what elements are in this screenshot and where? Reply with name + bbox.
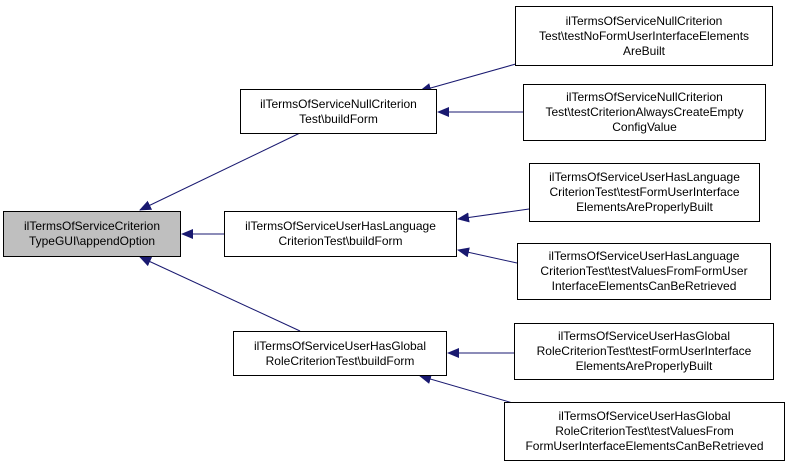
node-root-append-option: ilTermsOfServiceCriterion TypeGUI\append…	[3, 211, 181, 257]
node-language-criterion-build-form[interactable]: ilTermsOfServiceUserHasLanguage Criterio…	[224, 211, 457, 257]
node-line: CriterionTest\testValuesFromFormUser	[540, 264, 748, 278]
node-null-criterion-test-no-form-elements[interactable]: ilTermsOfServiceNullCriterion Test\testN…	[515, 6, 773, 66]
node-global-role-criterion-test-values-retrieved[interactable]: ilTermsOfServiceUserHasGlobal RoleCriter…	[504, 402, 785, 461]
node-line: CriterionTest\buildForm	[278, 234, 403, 248]
node-null-criterion-test-empty-config[interactable]: ilTermsOfServiceNullCriterion Test\testC…	[523, 84, 766, 141]
edge-global_build-to-root	[139, 256, 301, 332]
node-line: FormUserInterfaceElementsCanBeRetrieved	[525, 439, 764, 453]
node-language-criterion-test-values-retrieved[interactable]: ilTermsOfServiceUserHasLanguage Criterio…	[517, 243, 771, 300]
node-line: ilTermsOfServiceNullCriterion	[566, 90, 723, 104]
node-line: InterfaceElementsCanBeRetrieved	[551, 279, 737, 293]
node-line: AreBuilt	[622, 43, 666, 58]
node-line: ElementsAreProperlyBuilt	[575, 359, 713, 373]
node-line: TypeGUI\appendOption	[28, 234, 156, 248]
node-line: RoleCriterionTest\testFormUserInterface	[536, 344, 752, 358]
node-line: ilTermsOfServiceNullCriterion	[260, 96, 417, 111]
node-line: ilTermsOfServiceNullCriterion	[565, 13, 723, 28]
edge-lang_test2-to-lang_build	[457, 247, 518, 264]
node-global-role-criterion-test-form-elements[interactable]: ilTermsOfServiceUserHasGlobal RoleCriter…	[514, 323, 774, 380]
node-null-criterion-build-form[interactable]: ilTermsOfServiceNullCriterion Test\build…	[240, 89, 437, 134]
edge-lang_test1-to-lang_build	[457, 208, 530, 223]
node-line: RoleCriterionTest\buildForm	[265, 353, 415, 368]
node-line: ConfigValue	[612, 120, 677, 134]
edge-null_test1-to-null_build	[419, 59, 531, 93]
node-line: RoleCriterionTest\testValuesFrom	[555, 424, 734, 438]
node-line: ilTermsOfServiceUserHasGlobal	[558, 409, 731, 423]
node-language-criterion-test-form-elements[interactable]: ilTermsOfServiceUserHasLanguage Criterio…	[529, 163, 760, 222]
node-line: CriterionTest\testFormUserInterface	[549, 185, 740, 199]
node-line: ilTermsOfServiceUserHasLanguage	[548, 249, 740, 263]
node-global-role-criterion-build-form[interactable]: ilTermsOfServiceUserHasGlobal RoleCriter…	[233, 331, 447, 376]
node-line: ilTermsOfServiceUserHasGlobal	[557, 329, 731, 343]
node-line: ilTermsOfServiceCriterion	[23, 219, 161, 233]
node-line: ilTermsOfServiceUserHasGlobal	[253, 338, 427, 353]
node-line: Test\testNoFormUserInterfaceElements	[538, 28, 750, 43]
node-line: Test\testCriterionAlwaysCreateEmpty	[545, 105, 744, 119]
node-line: ElementsAreProperlyBuilt	[576, 200, 713, 214]
edge-null_build-to-root	[139, 132, 301, 211]
node-line: ilTermsOfServiceUserHasLanguage	[549, 170, 740, 184]
node-line: ilTermsOfServiceUserHasLanguage	[245, 219, 436, 233]
node-line: Test\buildForm	[299, 111, 378, 126]
edge-group	[139, 59, 531, 409]
